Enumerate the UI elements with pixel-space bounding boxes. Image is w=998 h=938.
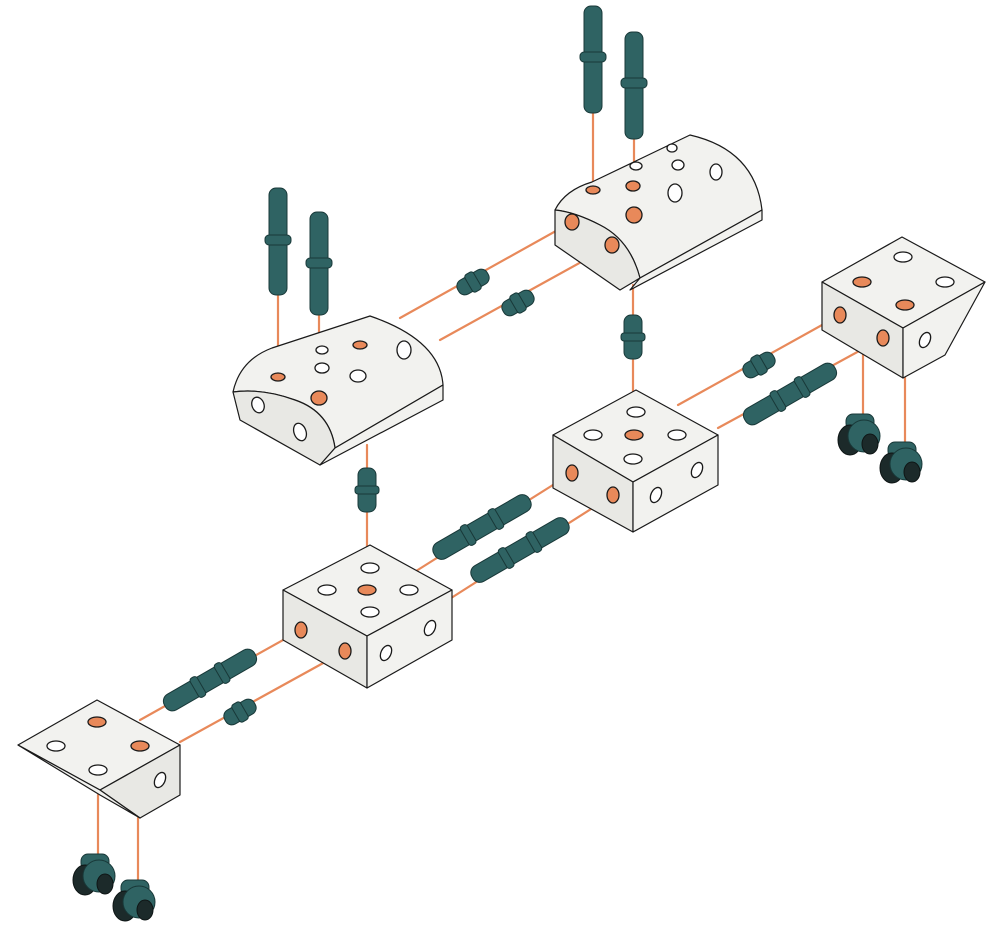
caster-wheel-2 bbox=[112, 879, 156, 922]
connector-vertical-right bbox=[620, 314, 646, 360]
pin-connectors bbox=[264, 5, 648, 316]
wedge-block-right bbox=[821, 236, 986, 379]
cube-block-left bbox=[282, 544, 453, 689]
pin-4 bbox=[620, 31, 648, 140]
connector-cube-long-2 bbox=[470, 517, 570, 583]
caster-wheel-4 bbox=[879, 441, 923, 484]
assembly-rods bbox=[96, 106, 907, 887]
connector-right-long bbox=[742, 362, 838, 426]
connector-vertical-left bbox=[354, 467, 380, 513]
arch-block-left bbox=[232, 315, 444, 466]
connector-left-1 bbox=[223, 698, 257, 726]
caster-wheel-3 bbox=[837, 413, 881, 456]
caster-wheels bbox=[72, 413, 923, 922]
rod-arch-link-1 bbox=[398, 220, 574, 320]
short-connectors bbox=[223, 268, 776, 726]
long-connectors bbox=[162, 362, 838, 712]
caster-wheel-1 bbox=[72, 853, 116, 896]
rod-left-link-2 bbox=[178, 649, 347, 744]
connector-arch-1 bbox=[456, 268, 490, 296]
pin-3 bbox=[579, 5, 607, 114]
pin-2 bbox=[305, 211, 333, 316]
arch-block-right bbox=[554, 134, 763, 291]
cube-block-right bbox=[552, 389, 719, 533]
pin-1 bbox=[264, 187, 292, 296]
wedge-block-left bbox=[17, 699, 181, 819]
connector-cube-long-1 bbox=[432, 494, 532, 560]
connector-right-1 bbox=[742, 351, 776, 379]
connector-left-long bbox=[162, 648, 258, 712]
connector-arch-2 bbox=[501, 289, 535, 317]
